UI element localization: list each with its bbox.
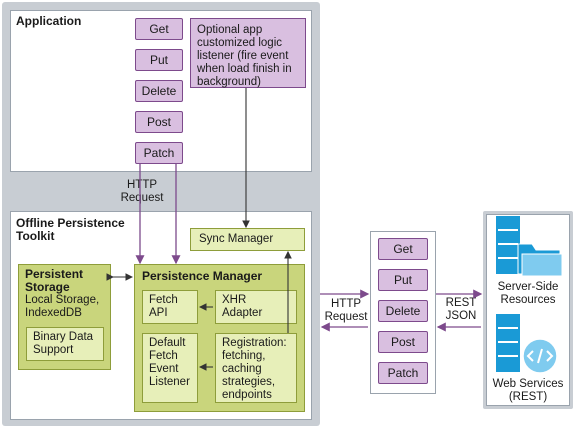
app-method-put: Put — [135, 49, 183, 71]
mid-method-get: Get — [378, 238, 428, 260]
persistence-manager-title: Persistence Manager — [142, 269, 263, 283]
toolkit-title: Offline Persistence Toolkit — [16, 216, 125, 243]
default-fetch-listener-box: Default Fetch Event Listener — [142, 333, 198, 403]
persistent-storage-desc: Local Storage, IndexedDB — [25, 294, 100, 319]
xhr-adapter-box: XHR Adapter — [215, 290, 297, 324]
http-request-label-left: HTTP Request — [120, 179, 164, 204]
rest-json-label: REST JSON — [445, 297, 477, 322]
web-services-code-icon — [496, 314, 558, 374]
app-method-delete: Delete — [135, 80, 183, 102]
fetch-api-box: Fetch API — [142, 290, 198, 324]
web-services-label: Web Services (REST) — [492, 378, 564, 403]
application-title: Application — [16, 14, 82, 28]
app-method-post: Post — [135, 111, 183, 133]
mid-method-patch: Patch — [378, 362, 428, 384]
mid-method-put: Put — [378, 269, 428, 291]
persistent-storage-title: Persistent Storage — [25, 267, 84, 294]
mid-method-delete: Delete — [378, 300, 428, 322]
mid-method-post: Post — [378, 331, 428, 353]
app-method-patch: Patch — [135, 142, 183, 164]
app-method-get: Get — [135, 18, 183, 40]
registration-box: Registration: fetching, caching strategi… — [215, 333, 297, 403]
server-database-icon — [496, 216, 563, 277]
server-resources-label: Server-Side Resources — [497, 281, 559, 306]
http-request-label-mid: HTTP Request — [324, 298, 368, 323]
sync-manager-box: Sync Manager — [190, 228, 305, 251]
listener-note: Optional app customized logic listener (… — [190, 18, 306, 88]
binary-data-support-box: Binary Data Support — [26, 327, 104, 361]
